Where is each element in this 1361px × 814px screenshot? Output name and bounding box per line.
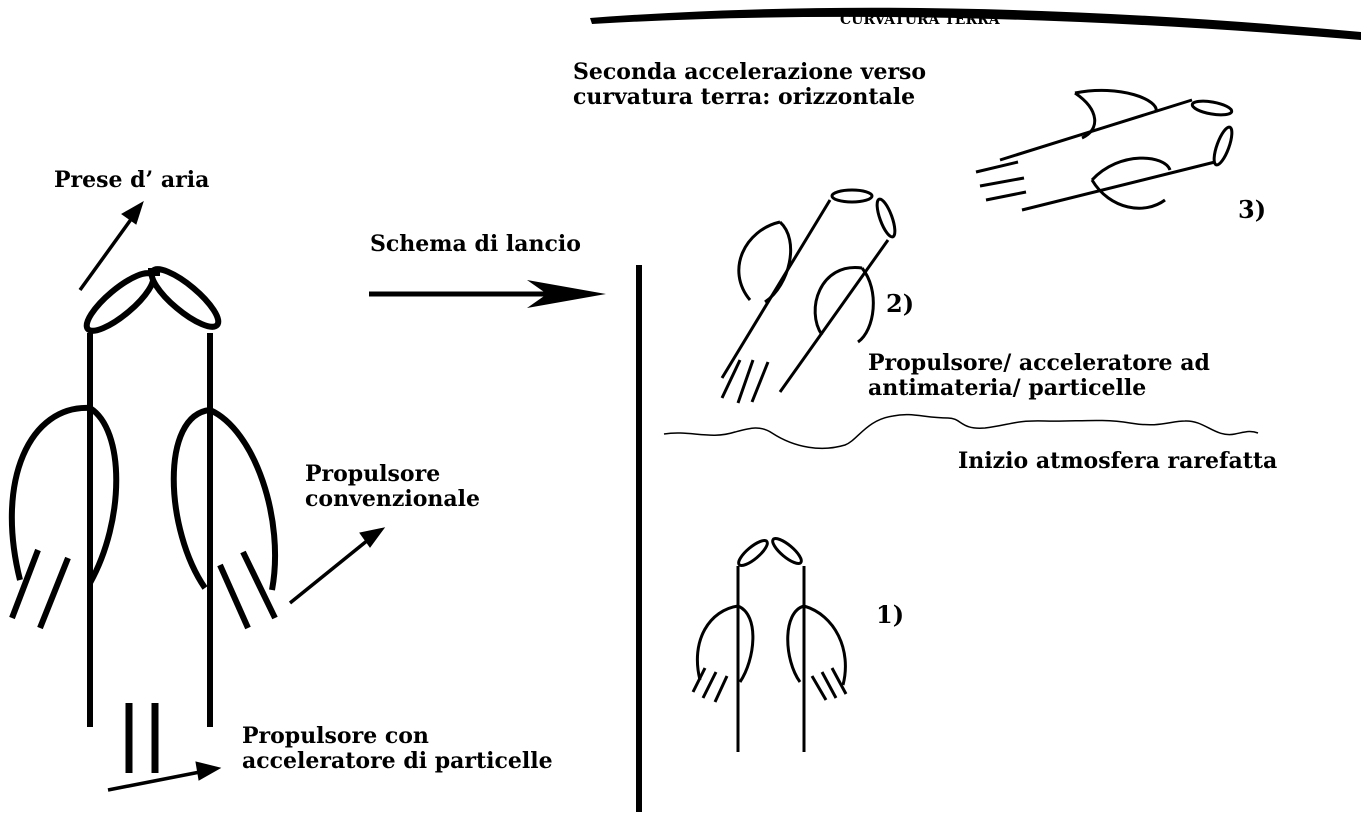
second-acceleration-label: Seconda accelerazione verso curvatura te… <box>573 59 927 111</box>
stage-1-vehicle <box>691 537 848 752</box>
launch-scheme-arrow <box>369 280 606 308</box>
stage-2-vehicle <box>720 188 897 404</box>
earth-curvature-title: CURVATURA TERRA <box>840 12 1000 28</box>
thruster-pod-right <box>170 407 278 591</box>
conventional-thruster-label: Propulsore convenzionale <box>305 461 480 513</box>
air-intakes-label: Prese d’ aria <box>54 167 210 193</box>
atmosphere-boundary <box>663 413 1259 450</box>
stage-3-vehicle <box>975 88 1234 212</box>
arrows-left <box>78 200 386 792</box>
thruster-pod-left <box>8 404 120 585</box>
large-vehicle <box>8 266 278 773</box>
rarefied-atmosphere-label: Inizio atmosfera rarefatta <box>958 448 1278 474</box>
earth-curvature-line <box>590 7 1361 40</box>
antimatter-thruster-label: Propulsore/ acceleratore ad antimateria/… <box>868 350 1210 402</box>
launch-scheme-label: Schema di lancio <box>370 231 581 257</box>
stage-2-label: 2) <box>886 289 915 318</box>
air-intake-cowls <box>83 266 222 334</box>
stage-3-label: 3) <box>1238 195 1267 224</box>
stage-1-label: 1) <box>876 600 905 629</box>
particle-thruster-label: Propulsore con acceleratore di particell… <box>242 723 553 775</box>
